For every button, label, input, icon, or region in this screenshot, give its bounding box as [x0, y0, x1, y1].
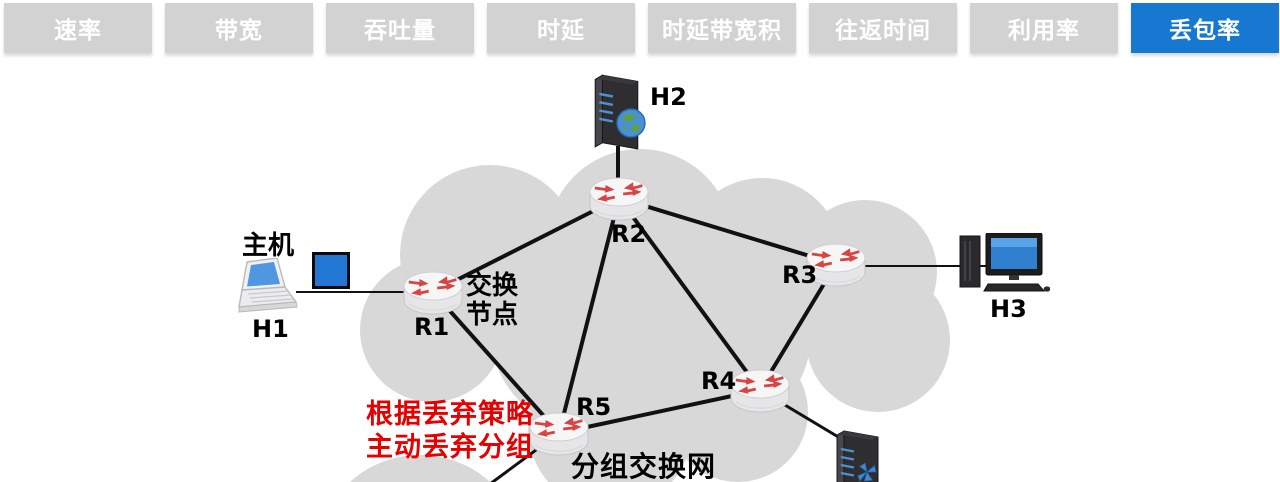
r2-label: R2	[611, 220, 647, 248]
drop-policy-note-line1: 根据丢弃策略	[366, 399, 534, 430]
r3-label: R3	[782, 261, 818, 289]
router-r2-icon	[589, 177, 649, 221]
link-r2-r5	[557, 197, 621, 434]
tab-bandwidth-delay-product[interactable]: 时延带宽积	[648, 3, 796, 53]
host-annotation: 主机	[242, 231, 295, 261]
tab-latency[interactable]: 时延	[487, 3, 635, 53]
h3-desktop-icon	[959, 233, 1050, 293]
h2-globe-icon	[616, 108, 646, 138]
r5-label: R5	[576, 393, 612, 421]
router-r4-icon	[730, 369, 790, 413]
tab-utilization[interactable]: 利用率	[970, 3, 1118, 53]
link-r2-r3	[618, 196, 837, 266]
tab-bandwidth[interactable]: 带宽	[165, 3, 313, 53]
packet-square	[312, 252, 350, 289]
r4-label: R4	[701, 367, 737, 395]
link-r5-r4	[558, 388, 761, 435]
r1-label: R1	[414, 313, 450, 341]
tab-throughput[interactable]: 吞吐量	[326, 3, 474, 53]
h1-label: H1	[252, 315, 289, 343]
drop-policy-note-line2: 主动丢弃分组	[366, 432, 534, 463]
router-r1-icon	[403, 271, 463, 315]
h2-label: H2	[650, 83, 687, 111]
link-r1-r5	[431, 290, 561, 435]
bottom-server-icon	[835, 429, 880, 482]
h1-laptop-icon	[238, 258, 298, 313]
metric-tabbar: 速率 带宽 吞吐量 时延 时延带宽积 往返时间 利用率 丢包率	[0, 3, 1280, 53]
tab-round-trip-time[interactable]: 往返时间	[809, 3, 957, 53]
link-r2-r4	[617, 196, 762, 392]
tab-packet-loss-rate[interactable]: 丢包率	[1131, 3, 1279, 53]
tab-rate[interactable]: 速率	[4, 3, 152, 53]
network-title: 分组交换网	[571, 450, 717, 482]
switch-node-annotation-line2: 节点	[466, 300, 519, 330]
h3-label: H3	[990, 295, 1027, 323]
switch-node-annotation-line1: 交换	[466, 271, 519, 301]
link-r1-r2	[432, 196, 620, 294]
